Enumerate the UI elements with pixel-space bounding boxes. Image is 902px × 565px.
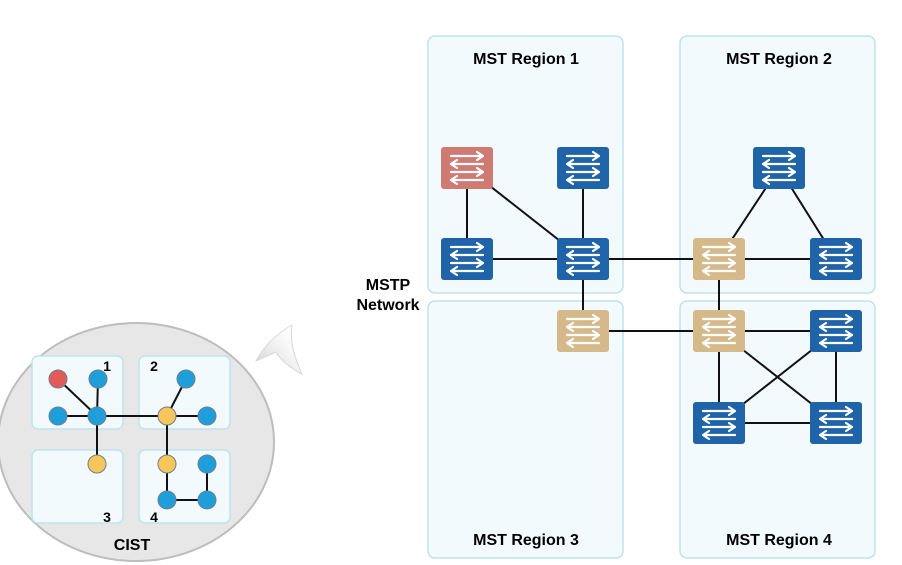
- switches: [441, 147, 862, 444]
- region-title-2: MST Region 2: [726, 51, 832, 68]
- cist-node: [157, 406, 177, 426]
- cist-node: [88, 369, 108, 389]
- cist-box-label-2: 2: [150, 358, 158, 374]
- cist-node: [48, 406, 68, 426]
- switch-icon: [693, 402, 745, 444]
- curved-arrow-icon: [254, 324, 304, 376]
- region-box-3: [427, 300, 624, 559]
- cist-nodes: [48, 369, 217, 510]
- cist-node: [87, 454, 107, 474]
- region-title-4: MST Region 4: [726, 532, 832, 549]
- switch-icon: [441, 238, 493, 280]
- cist-node: [197, 406, 217, 426]
- region-box-4: [679, 300, 876, 559]
- cist-box-label-1: 1: [103, 358, 111, 374]
- cist-node: [87, 406, 107, 426]
- cist-node: [197, 490, 217, 510]
- switch-icon: [693, 310, 745, 352]
- region-box-1: [427, 35, 624, 294]
- switch-icon: [810, 310, 862, 352]
- network-label-line1: MSTP: [366, 277, 411, 294]
- switch-icon: [753, 147, 805, 189]
- cist-node: [157, 490, 177, 510]
- switch-icon: [693, 238, 745, 280]
- region-title-1: MST Region 1: [473, 51, 579, 68]
- switch-icon: [441, 147, 493, 189]
- switch-icon: [557, 310, 609, 352]
- cist-node: [157, 454, 177, 474]
- cist-title: CIST: [114, 537, 151, 554]
- switch-icon: [557, 147, 609, 189]
- cist-node: [48, 369, 68, 389]
- cist-node: [197, 454, 217, 474]
- switch-icon: [810, 238, 862, 280]
- region-boxes: [427, 35, 876, 559]
- switch-icon: [810, 402, 862, 444]
- network-label-line2: Network: [356, 297, 419, 314]
- region-title-3: MST Region 3: [473, 532, 579, 549]
- cist-inset: 1 2 3 4 CIST: [0, 322, 275, 562]
- cist-box-label-4: 4: [150, 509, 158, 525]
- cist-box-label-3: 3: [103, 509, 111, 525]
- switch-icon: [557, 238, 609, 280]
- cist-node: [176, 369, 196, 389]
